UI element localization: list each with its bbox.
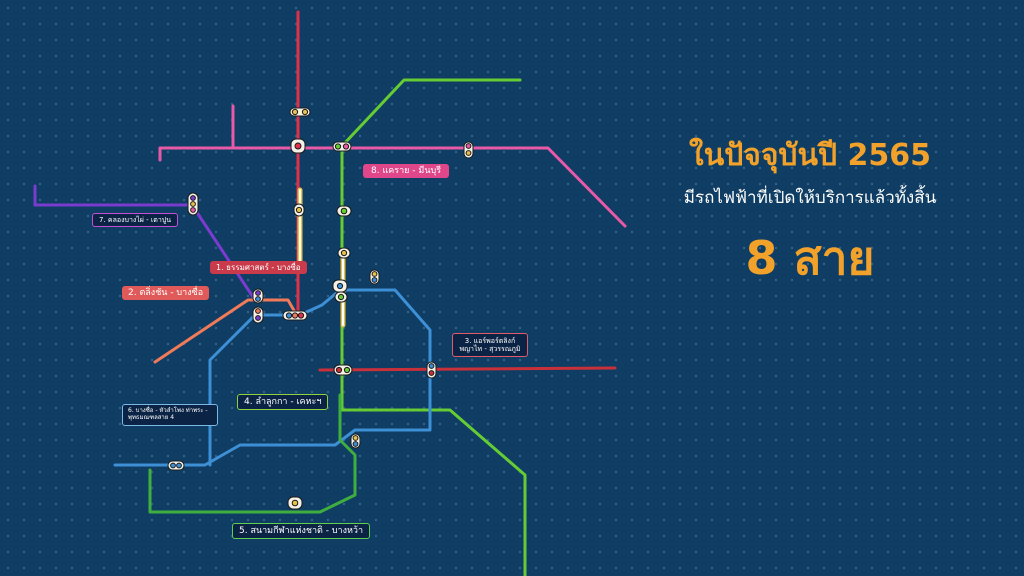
station-marker [167, 460, 185, 471]
station-marker [336, 205, 352, 217]
line-label: 8. แคราย - มีนบุรี [363, 164, 450, 179]
station-marker [332, 279, 348, 293]
line-label: 1. ธรรมศาสตร์ - บางซื่อ [210, 261, 307, 275]
station-marker [337, 247, 351, 259]
station-marker [293, 203, 305, 217]
line-label: 5. สนามกีฬาแห่งชาติ - บางหว้า [232, 523, 371, 540]
station-marker [332, 141, 352, 152]
headline-title: ในปัจจุบันปี 2565 [689, 138, 931, 173]
station-marker [282, 310, 308, 321]
station-markers [167, 107, 474, 510]
route-green-light [340, 78, 527, 576]
headline-count: 8 สาย [745, 231, 875, 285]
headline-subtitle: มีรถไฟฟ้าที่เปิดให้บริการแล้วทั้งสิ้น [683, 188, 937, 208]
station-marker [463, 141, 474, 159]
station-marker [369, 269, 380, 285]
route-blue [113, 288, 432, 467]
station-marker [187, 192, 199, 216]
station-marker [287, 496, 303, 510]
line-label: 4. ลำลูกกา - เคหะฯ [237, 394, 329, 411]
station-marker [290, 138, 306, 154]
route-purple [33, 184, 257, 302]
line-label: 6. บางซื่อ - หัวลำโพง ท่าพระ - พุทธมณฑลส… [122, 404, 218, 426]
station-marker [334, 291, 348, 303]
route-green-dark [148, 393, 357, 514]
station-marker [252, 288, 264, 304]
station-marker [289, 107, 311, 117]
route-red-horizontal [318, 366, 617, 372]
station-marker [350, 433, 361, 449]
station-marker [252, 306, 264, 324]
line-label: 7. คลองบางไผ่ - เตาปูน [92, 213, 178, 228]
line-label: 3. แอร์พอร์ตลิงก์ พญาไท - สุวรรณภูมิ [452, 333, 528, 358]
line-label: 2. ตลิ่งชัน - บางซื่อ [122, 286, 210, 301]
route-salmon [153, 298, 298, 364]
station-marker [333, 364, 353, 376]
station-marker [426, 361, 437, 379]
